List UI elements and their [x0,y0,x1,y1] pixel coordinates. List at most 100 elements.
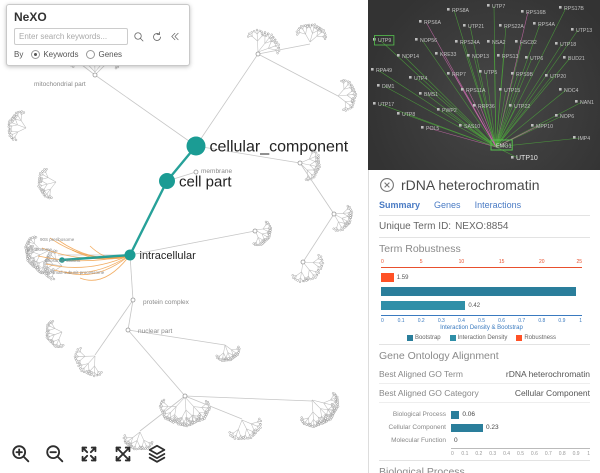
collapse-panel-icon[interactable] [167,29,182,44]
gene-node-label[interactable]: RRP36 [478,104,495,110]
reset-view-button[interactable] [110,441,135,466]
robustness-axis-label: Interaction Density & Bootstrap [440,325,523,331]
tree-minor-label[interactable]: small-subunit processome [52,270,105,275]
axis-tick: 0.4 [457,318,465,324]
app-title: NeXO [14,10,47,24]
gene-node-label[interactable]: HSC82 [520,40,537,46]
tree-minor-label[interactable]: ribosomal subunit [45,258,81,263]
tree-node[interactable] [159,173,175,189]
legend-item: Robustness [516,335,556,341]
gene-node-label[interactable]: UTP17 [378,102,394,108]
tree-backbone-edges [51,31,339,432]
gene-node-label[interactable]: UTP15 [504,88,520,94]
gene-node-label[interactable]: KRE33 [440,52,457,58]
gene-node-label[interactable]: POL5 [426,126,439,132]
gene-node-label[interactable]: RPS9B [516,72,534,78]
gene-node-label[interactable]: NOP6 [560,114,574,120]
gene-node-label[interactable]: UTP18 [560,42,576,48]
gene-node-label[interactable]: UTP6 [530,56,543,62]
go-alignment-title: Gene Ontology Alignment [379,350,499,362]
gene-node-label[interactable]: UTP21 [468,24,484,30]
tab-summary[interactable]: Summary [379,200,421,210]
radio-keywords[interactable]: Keywords [31,50,78,59]
search-icon[interactable] [131,29,146,44]
gene-node-label[interactable]: NOP56 [420,38,437,44]
gene-node-label[interactable]: RPS4A [538,22,556,28]
gene-node-label[interactable]: UTP20 [550,74,566,80]
gene-node-label[interactable]: UTP4 [414,76,427,82]
gene-node-label[interactable]: NOC4 [564,88,579,94]
axis-tick: 5 [419,259,423,265]
search-input[interactable] [14,28,128,45]
tree-node[interactable] [124,249,136,261]
gene-node-label[interactable]: RPS24A [460,40,480,46]
gene-node-label[interactable]: UTP5 [484,70,497,76]
radio-dot[interactable] [86,50,96,59]
gene-node-label[interactable]: BUD21 [568,56,585,62]
radio-dot[interactable] [31,50,41,59]
gene-node-label[interactable]: BMS1 [424,92,438,98]
gene-node-label[interactable]: EMG1 [496,144,512,150]
tree-minor-label[interactable]: protein complex [143,299,190,306]
gene-node-label[interactable]: UTP8 [402,112,415,118]
axis-tick: 0 [381,318,384,324]
gene-node-label[interactable]: RPS13 [502,54,519,60]
gene-node-label[interactable]: RRP7 [452,72,466,78]
gene-node-label[interactable]: RPS11A [466,88,486,94]
gene-node-label[interactable]: NAN1 [580,100,594,106]
go-alignment-section: Gene Ontology Alignment Best Aligned GO … [379,344,590,457]
gene-node-label[interactable]: UTP13 [576,28,592,34]
gene-node-label[interactable]: UTP7 [492,4,505,10]
gene-node-label[interactable]: NOP14 [402,54,419,60]
gene-node-label[interactable]: NSA2 [492,40,506,46]
gene-node-label[interactable]: UTP22 [514,104,530,110]
gene-node-label[interactable]: UTP10 [516,155,538,162]
layers-button[interactable] [144,441,169,466]
tree-node-label[interactable]: intracellular [140,250,197,262]
gene-node-label[interactable]: RPA49 [376,68,392,74]
tab-interactions[interactable]: Interactions [474,200,522,210]
legend-item: Interaction Density [449,335,507,341]
gene-node-label[interactable]: NOP13 [472,54,489,60]
gene-node-label[interactable]: PWP2 [442,108,457,114]
bootstrap-bar-row [381,287,582,296]
tree-node[interactable] [186,136,206,156]
reset-search-icon[interactable] [149,29,164,44]
gene-node-label[interactable]: IMP4 [578,136,590,142]
tree-minor-label[interactable]: mitochondrial part [34,81,86,88]
tree-node-label[interactable]: cell part [179,173,232,190]
tree-minor-label[interactable]: nuclear part [138,328,173,335]
gene-node-label[interactable]: SAS10 [464,124,480,130]
tree-node-label[interactable]: cellular_component [210,139,349,156]
tab-genes[interactable]: Genes [434,200,461,210]
axis-tick: 0.7 [544,451,552,457]
gene-node-label[interactable]: DIM1 [382,84,395,90]
gene-node-label[interactable]: RPS22A [504,24,524,30]
tree-minor-label[interactable]: 90S preribosome [40,237,75,242]
axis-tick: 0.5 [517,451,524,457]
biological-process-section: Biological Process [379,460,590,473]
gene-node-label[interactable]: RPS17B [564,6,584,12]
close-icon[interactable] [379,177,395,193]
fit-to-screen-button[interactable] [76,441,101,466]
zoom-in-button[interactable] [8,441,33,466]
axis-tick: 0.5 [478,318,485,324]
radio-genes[interactable]: Genes [86,50,122,59]
gene-node-label[interactable]: RPS8A [452,8,470,14]
tree-minor-label[interactable]: preribosome [27,247,53,252]
gene-node-label[interactable]: RPS6A [424,20,442,26]
gene-node-label[interactable]: RPS16B [526,10,546,16]
axis-tick: 0.6 [498,318,506,324]
axis-tick: 0.9 [572,451,580,457]
gene-node-label[interactable]: UTP9 [378,38,391,44]
tree-minor-label[interactable]: membrane [201,168,232,175]
gene-node-label[interactable]: MPP10 [536,124,553,130]
zoom-out-button[interactable] [42,441,67,466]
